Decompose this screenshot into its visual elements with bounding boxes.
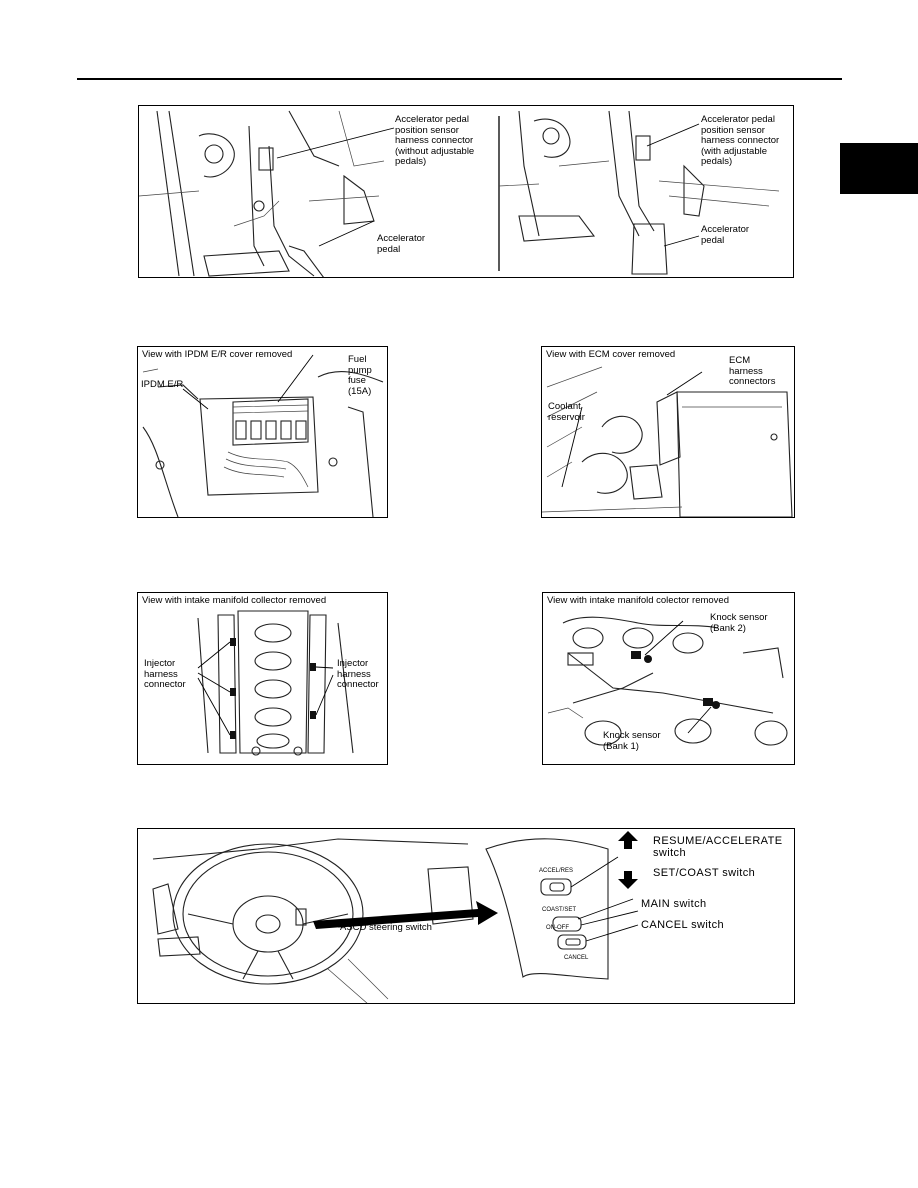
label-knock-sensor-bank2: Knock sensor (Bank 2) (710, 612, 768, 634)
knock-sensor-illustration (547, 616, 788, 746)
header-rule (77, 78, 842, 80)
caption-intake-manifold-removed-knock: View with intake manifold colector remov… (547, 595, 729, 606)
accelerator-pedal-illustration (139, 110, 780, 277)
label-main-switch: MAIN switch (641, 898, 707, 910)
figure-ipdm-er: View with IPDM E/R cover removed Fuel pu… (137, 346, 388, 518)
label-ipdm-er: IPDM E/R (141, 379, 184, 390)
label-injector-harness-connector-right: Injector harness connector (337, 658, 379, 690)
ascd-steering-illustration (152, 831, 639, 1003)
section-tab-marker (840, 143, 918, 194)
button-text-coast-set: COAST/SET (542, 907, 577, 913)
label-knock-sensor-bank1: Knock sensor (Bank 1) (603, 730, 661, 752)
caption-ecm-cover-removed: View with ECM cover removed (546, 349, 676, 360)
injector-illustration (197, 610, 354, 756)
ipdm-er-illustration (142, 354, 384, 517)
figure-ecm: View with ECM cover removed ECM harness … (541, 346, 795, 518)
button-text-accel-res: ACCEL/RES (539, 868, 574, 874)
button-text-cancel: CANCEL (564, 955, 589, 961)
label-fuel-pump-fuse: Fuel pump fuse (15A) (348, 354, 372, 397)
label-accelerator-pedal-right: Accelerator pedal (701, 224, 750, 246)
label-ascd-steering-switch: ASCD steering switch (340, 922, 432, 933)
caption-ipdm-cover-removed: View with IPDM E/R cover removed (142, 349, 293, 360)
caption-intake-manifold-removed-injector: View with intake manifold collector remo… (142, 595, 327, 606)
label-accelerator-pedal-left: Accelerator pedal (377, 233, 426, 255)
figure-knock-sensors: View with intake manifold colector remov… (542, 592, 795, 765)
label-injector-harness-connector-left: Injector harness connector (144, 658, 186, 690)
label-ecm-harness-connectors: ECM harness connectors (729, 355, 776, 387)
label-cancel-switch: CANCEL switch (641, 919, 725, 931)
label-accel-sensor-connector-with-adjustable: Accelerator pedal position sensor harnes… (701, 114, 780, 167)
figure-injector-harness: View with intake manifold collector remo… (137, 592, 388, 765)
label-coolant-reservoir: Coolant reservoir (548, 401, 585, 423)
button-text-on-off: ON-OFF (546, 925, 569, 931)
figure-ascd-steering-switch: ASCD steering switch RESUME/ACCELERATE s… (137, 828, 795, 1004)
label-resume-accelerate-switch: RESUME/ACCELERATE switch (653, 835, 783, 859)
ecm-illustration (542, 366, 793, 517)
figure-accelerator-pedal-sensor: Accelerator pedal position sensor harnes… (138, 105, 794, 278)
label-set-coast-switch: SET/COAST switch (653, 867, 756, 879)
label-accel-sensor-connector-without-adjustable: Accelerator pedal position sensor harnes… (395, 114, 475, 167)
